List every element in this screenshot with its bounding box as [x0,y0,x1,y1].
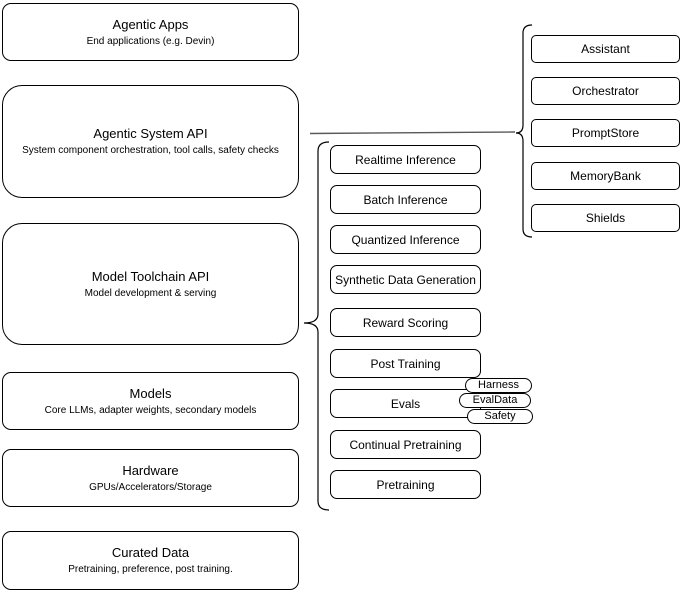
component-memorybank: MemoryBank [531,162,680,190]
box-title: Agentic System API [93,126,208,141]
box-title: Models [129,385,172,401]
box-subtitle: GPUs/Accelerators/Storage [89,481,212,493]
box-subtitle: End applications (e.g. Devin) [86,35,215,47]
toolchain-item-batch-inference: Batch Inference [330,185,481,214]
component-shields: Shields [531,204,680,232]
toolchain-item-pretraining: Pretraining [330,470,481,499]
system-api-to-components-connector [309,131,516,135]
tag-evaldata: EvalData [459,393,531,408]
toolchain-item-synthetic-data-generation: Synthetic Data Generation [330,265,481,294]
tag-harness: Harness [465,378,532,393]
box-title: Hardware [122,462,179,478]
toolchain-item-continual-pretraining: Continual Pretraining [330,430,481,459]
box-title: Agentic Apps [112,16,189,32]
box-hardware: Hardware GPUs/Accelerators/Storage [2,449,299,507]
box-agentic-system-api: Agentic System API System component orch… [2,85,299,198]
box-models: Models Core LLMs, adapter weights, secon… [2,372,299,430]
component-assistant: Assistant [531,35,680,63]
tag-safety: Safety [467,409,533,424]
toolchain-item-reward-scoring: Reward Scoring [330,308,481,337]
toolchain-item-post-training: Post Training [330,349,481,378]
toolchain-item-evals: Evals [330,389,481,418]
component-orchestrator: Orchestrator [531,77,680,105]
box-subtitle: Pretraining, preference, post training. [68,564,233,575]
box-title: Model Toolchain API [91,268,210,284]
component-promptstore: PromptStore [531,119,680,147]
toolchain-item-realtime-inference: Realtime Inference [330,145,481,174]
components-brace [515,24,533,238]
box-subtitle: Core LLMs, adapter weights, secondary mo… [44,404,257,416]
box-model-toolchain-api: Model Toolchain API Model development & … [2,223,299,345]
box-subtitle: Model development & serving [84,287,217,299]
box-agentic-apps: Agentic Apps End applications (e.g. Devi… [2,3,299,61]
box-curated-data: Curated Data Pretraining, preference, po… [2,531,299,590]
box-subtitle: System component orchestration, tool cal… [22,145,279,156]
toolchain-item-quantized-inference: Quantized Inference [330,225,481,254]
box-title: Curated Data [111,545,190,560]
toolchain-brace [303,141,330,511]
